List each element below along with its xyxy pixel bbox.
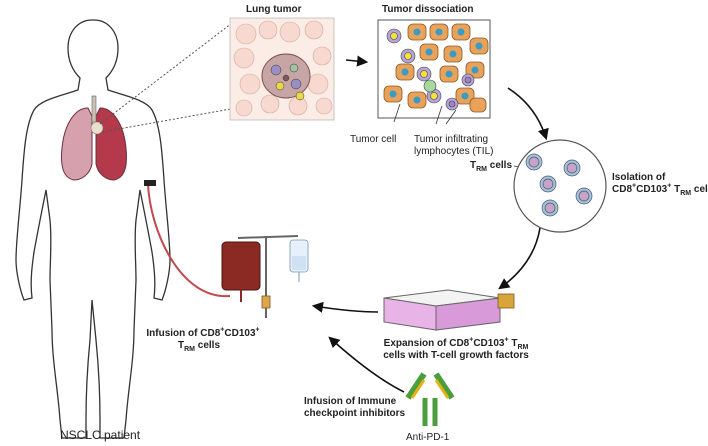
expansion-line2: cells with T-cell growth factors [383,350,529,361]
lung-tumor-panel [229,17,335,121]
inf-sup2: + [255,326,260,334]
iso-sup1: + [632,182,637,190]
exp-b: CD103 [473,338,505,349]
label-til-line2: lymphocytes (TIL) [414,146,494,157]
inf-sub: RM [184,346,195,353]
label-til-line1: Tumor infiltrating [414,134,489,145]
lungs [61,95,127,181]
isolation-line1: Isolation of [612,172,666,183]
tumor-dissociation-panel [377,19,491,119]
trm-main: T [470,160,477,171]
exp-a: Expansion of CD8 [383,338,470,349]
anti-pd1-antibody [405,372,455,426]
label-trm-cells: TRM cells [470,160,513,173]
inf-sup1: + [220,326,225,334]
iv-setup [221,235,309,318]
inf-t: T [178,340,185,351]
iso-cells: cells [693,184,708,195]
zoom-lines [99,19,237,133]
exp-sub: RM [517,344,529,351]
iso-sub: RM [680,190,692,197]
expansion-line1: Expansion of CD8+CD103+ TRM [376,336,536,351]
label-lung-tumor: Lung tumor [246,4,302,15]
iso-cd8: CD8 [612,184,633,195]
iso-sup2: + [667,182,672,190]
isolated-trm-cells [513,139,607,233]
iso-cd103: CD103 [636,184,668,195]
isolation-line2: CD8+CD103+ TRM cells [612,182,708,197]
patient-figure [15,19,171,439]
infusion-tubing [147,183,231,298]
label-anti-pd1: Anti-PD-1 [406,432,450,443]
inf-b: CD103 [224,328,256,339]
label-infusion-checkpoint: Infusion of Immune checkpoint inhibitors [304,396,405,420]
label-patient: NSCLC patient [60,428,141,442]
infusion-trm-line1: Infusion of CD8+CD103+ [138,326,268,340]
exp-sup1: + [469,336,474,344]
label-infusion-trm: Infusion of CD8+CD103+ TRM cells [138,326,268,353]
trm-tail: cells [487,160,513,171]
infusion-trm-line2: TRM cells [138,340,268,353]
label-til: Tumor infiltrating lymphocytes (TIL) [414,134,493,158]
label-tumor-cell: Tumor cell [350,134,397,145]
label-isolation: Isolation of CD8+CD103+ TRM cells [612,172,708,197]
arm-cuff [144,180,156,186]
inf-a: Infusion of CD8 [146,328,221,339]
label-expansion: Expansion of CD8+CD103+ TRM cells with T… [376,336,536,362]
inf-cells: cells [195,340,221,351]
exp-c: T [508,338,518,349]
workflow-arrows [311,55,549,393]
label-tumor-dissociation: Tumor dissociation [382,4,474,15]
checkpoint-line1: Infusion of Immune [304,396,397,407]
iso-t: T [671,184,681,195]
checkpoint-line2: checkpoint inhibitors [304,408,406,419]
exp-sup2: + [504,336,509,344]
culture-flask [383,289,515,331]
trm-sub: RM [476,166,487,173]
